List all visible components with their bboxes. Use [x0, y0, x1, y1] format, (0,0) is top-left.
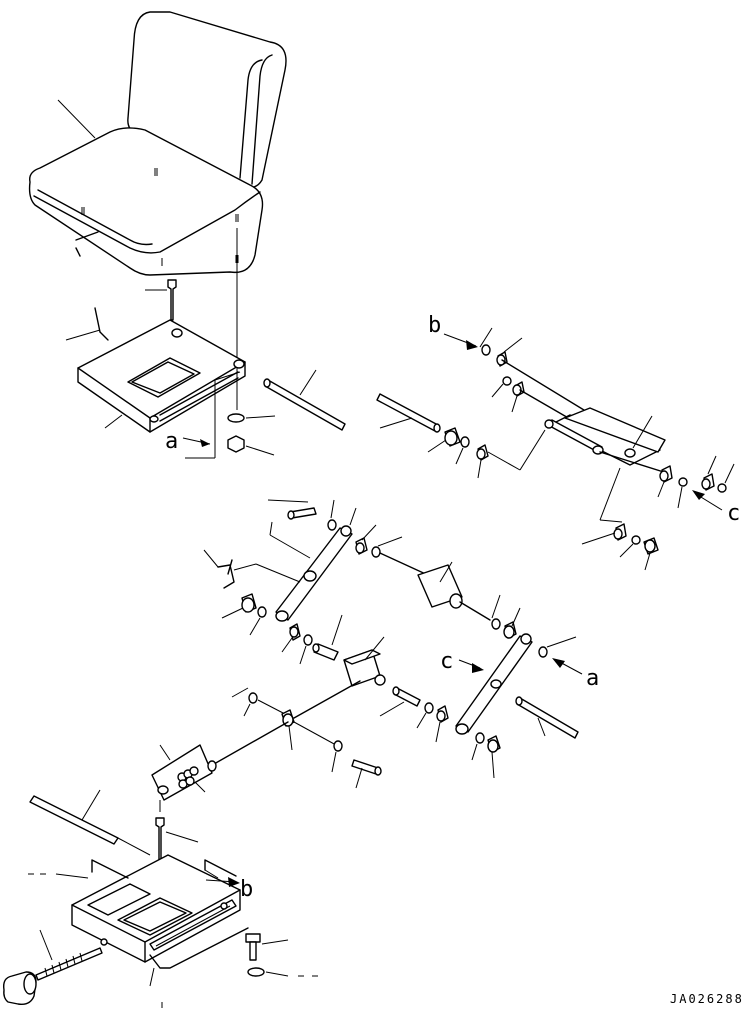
long-pin-upper-middle [376, 393, 546, 479]
middle-right-link: c a [343, 633, 599, 779]
svg-text:b: b [240, 877, 253, 902]
upper-seat-bracket [65, 279, 246, 433]
callout-a-lower-left: a [165, 371, 241, 459]
svg-text:b: b [428, 313, 441, 338]
svg-text:a: a [586, 666, 599, 691]
svg-text:c: c [727, 501, 740, 526]
lower-linkage-parts [151, 680, 382, 801]
drawing-code: JA026288 [670, 992, 744, 1006]
seat-cushion [28, 11, 287, 410]
pin-and-nut-upper [227, 369, 346, 456]
svg-text:c: c [440, 649, 453, 674]
adjusting-knob-bolt [2, 929, 103, 1006]
svg-text:a: a [165, 429, 178, 454]
lower-slide-bracket: b [28, 789, 318, 1008]
upper-right-link-assembly: b c [428, 313, 740, 571]
middle-left-link [203, 499, 521, 665]
